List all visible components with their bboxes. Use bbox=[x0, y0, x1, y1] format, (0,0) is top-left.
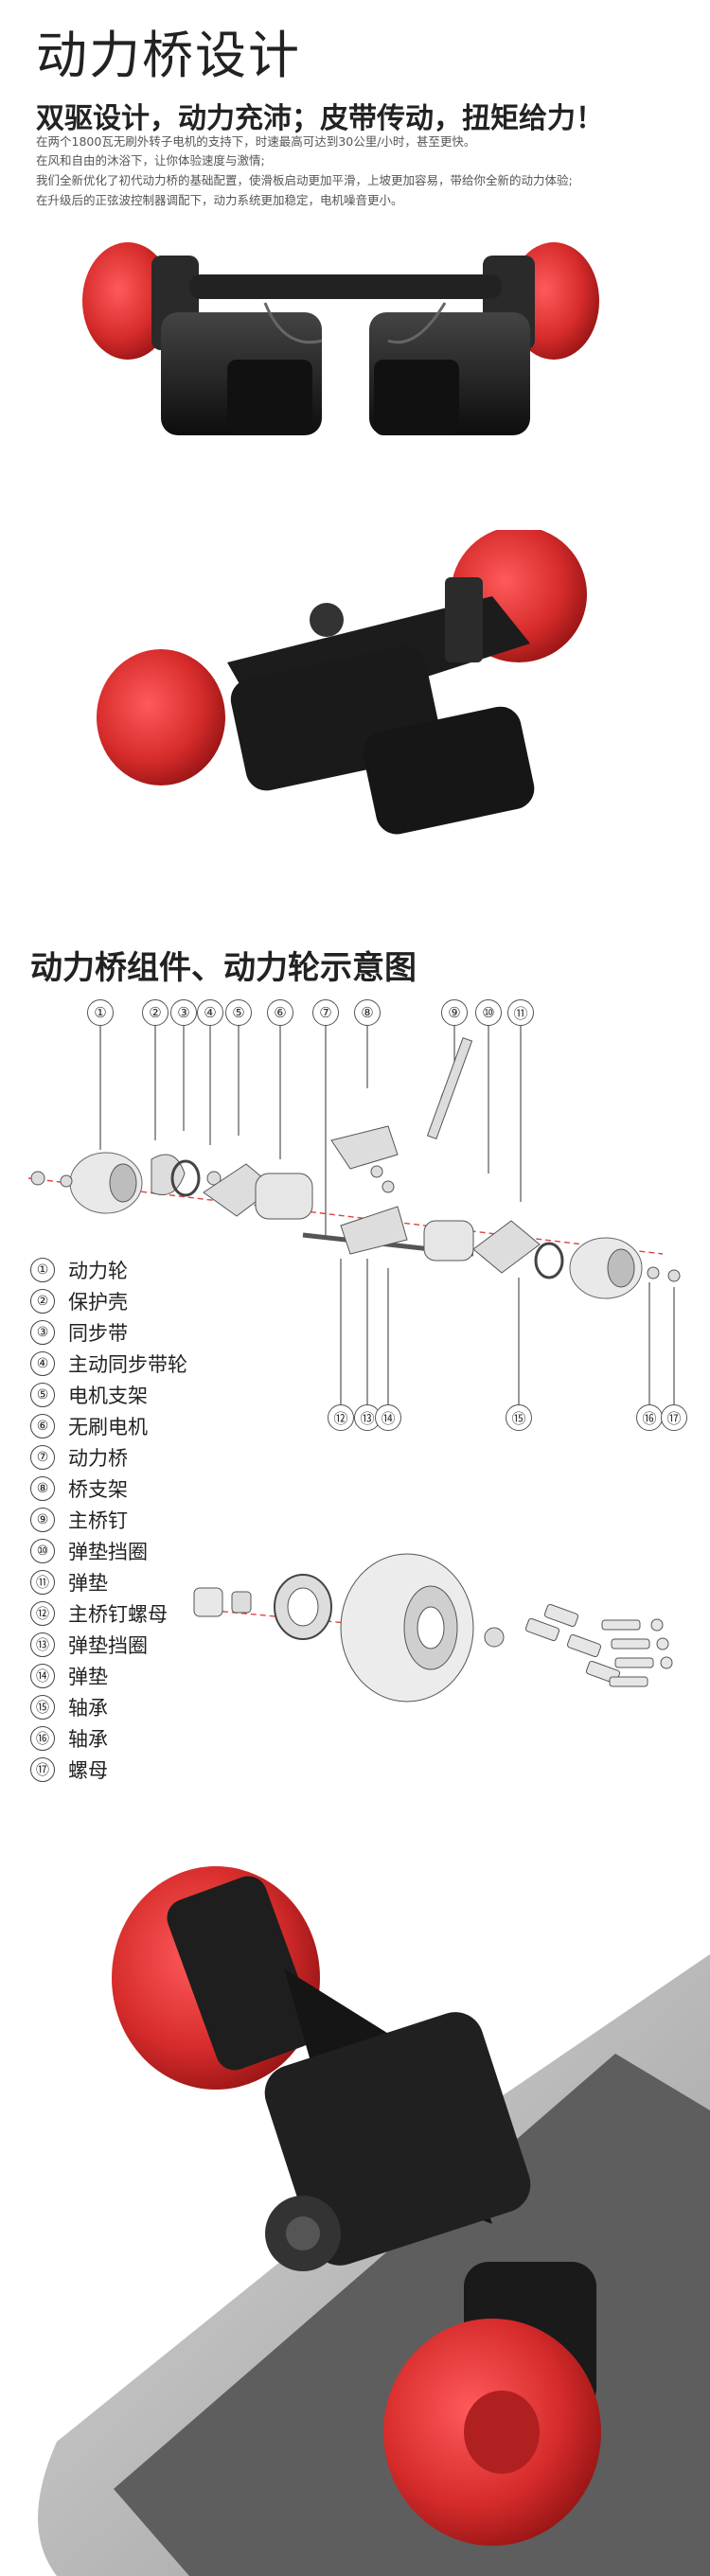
legend-num: ⑫ bbox=[30, 1600, 55, 1626]
page-title: 动力桥设计 bbox=[36, 26, 301, 85]
legend-item: ⑰ 螺母 bbox=[30, 1754, 333, 1785]
legend-num: ⑯ bbox=[30, 1725, 55, 1751]
legend-num: ④ bbox=[30, 1350, 55, 1376]
callout-2: ② bbox=[142, 999, 169, 1026]
legend-item: ⑫ 主桥钉螺母 bbox=[30, 1597, 333, 1629]
legend-label: 弹垫挡圈 bbox=[68, 1540, 148, 1563]
callout-8: ⑧ bbox=[354, 999, 381, 1026]
legend-label: 保护壳 bbox=[68, 1290, 128, 1314]
callout-6: ⑥ bbox=[267, 999, 293, 1026]
legend-label: 主动同步带轮 bbox=[68, 1352, 187, 1376]
legend-label: 动力桥 bbox=[68, 1446, 128, 1470]
legend-item: ⑪ 弹垫 bbox=[30, 1566, 333, 1597]
truck-angled-photo bbox=[97, 530, 587, 835]
paragraph-3: 我们全新优化了初代动力桥的基础配置，使滑板启动更加平滑，上坡更加容易，带给你全新… bbox=[36, 173, 573, 187]
callout-17: ⑰ bbox=[661, 1404, 687, 1431]
truck-mounted-photo bbox=[38, 1866, 710, 2576]
callout-1: ① bbox=[87, 999, 114, 1026]
paragraph-1: 在两个1800瓦无刷外转子电机的支持下，时速最高可达到30公里/小时，甚至更快。 bbox=[36, 134, 476, 149]
legend-label: 动力轮 bbox=[68, 1259, 128, 1282]
legend-num: ⑮ bbox=[30, 1694, 55, 1720]
callout-16: ⑯ bbox=[636, 1404, 663, 1431]
legend-num: ⑨ bbox=[30, 1507, 55, 1532]
legend-num: ① bbox=[30, 1257, 55, 1282]
legend-item: ⑩ 弹垫挡圈 bbox=[30, 1535, 333, 1566]
paragraph-2: 在风和自由的沐浴下，让你体验速度与激情; bbox=[36, 153, 265, 168]
legend-item: ⑭ 弹垫 bbox=[30, 1660, 333, 1691]
legend-num: ⑬ bbox=[30, 1632, 55, 1657]
legend-num: ⑥ bbox=[30, 1413, 55, 1438]
legend-num: ⑪ bbox=[30, 1569, 55, 1595]
legend-item: ⑮ 轴承 bbox=[30, 1691, 333, 1722]
legend-item: ④ 主动同步带轮 bbox=[30, 1348, 333, 1379]
legend-label: 轴承 bbox=[68, 1696, 108, 1720]
legend-label: 无刷电机 bbox=[68, 1415, 148, 1438]
legend-item: ⑥ 无刷电机 bbox=[30, 1410, 333, 1441]
callout-14: ⑭ bbox=[375, 1404, 401, 1431]
legend-num: ② bbox=[30, 1288, 55, 1314]
legend-num: ⑤ bbox=[30, 1382, 55, 1407]
legend-item: ⑦ 动力桥 bbox=[30, 1441, 333, 1473]
legend-item: ⑤ 电机支架 bbox=[30, 1379, 333, 1410]
legend-label: 桥支架 bbox=[68, 1477, 128, 1501]
legend-num: ⑭ bbox=[30, 1663, 55, 1688]
legend-label: 弹垫 bbox=[68, 1571, 108, 1595]
callout-12: ⑫ bbox=[328, 1404, 354, 1431]
legend-item: ③ 同步带 bbox=[30, 1316, 333, 1348]
truck-front-photo bbox=[82, 242, 599, 435]
callout-11: ⑪ bbox=[507, 999, 534, 1026]
callout-4: ④ bbox=[197, 999, 223, 1026]
callout-7: ⑦ bbox=[312, 999, 339, 1026]
callout-10: ⑩ bbox=[475, 999, 502, 1026]
wheel-parts-diagram bbox=[193, 1553, 673, 1703]
paragraph-4: 在升级后的正弦波控制器调配下，动力系统更加稳定，电机噪音更小。 bbox=[36, 193, 403, 207]
legend-item: ⑬ 弹垫挡圈 bbox=[30, 1629, 333, 1660]
legend-label: 主桥钉 bbox=[68, 1509, 128, 1532]
legend-num: ⑦ bbox=[30, 1444, 55, 1470]
callout-15: ⑮ bbox=[506, 1404, 532, 1431]
section-title: 动力桥组件、动力轮示意图 bbox=[30, 949, 417, 987]
legend-label: 螺母 bbox=[68, 1758, 108, 1782]
legend-item: ⑧ 桥支架 bbox=[30, 1473, 333, 1504]
headline: 双驱设计，动力充沛；皮带传动，扭矩给力！ bbox=[36, 102, 604, 135]
legend-num: ⑰ bbox=[30, 1756, 55, 1782]
legend-item: ② 保护壳 bbox=[30, 1285, 333, 1316]
legend-label: 弹垫 bbox=[68, 1665, 108, 1688]
legend-label: 弹垫挡圈 bbox=[68, 1633, 148, 1657]
exploded-diagram bbox=[27, 1013, 681, 1410]
callout-5: ⑤ bbox=[225, 999, 252, 1026]
callout-3: ③ bbox=[170, 999, 197, 1026]
legend-label: 同步带 bbox=[68, 1321, 128, 1345]
legend-item: ⑨ 主桥钉 bbox=[30, 1504, 333, 1535]
legend-num: ⑩ bbox=[30, 1538, 55, 1563]
legend-label: 轴承 bbox=[68, 1727, 108, 1751]
legend-item: ① 动力轮 bbox=[30, 1254, 333, 1285]
legend-label: 主桥钉螺母 bbox=[68, 1602, 168, 1626]
legend-label: 电机支架 bbox=[68, 1384, 148, 1407]
callout-9: ⑨ bbox=[441, 999, 468, 1026]
legend-num: ③ bbox=[30, 1319, 55, 1345]
legend-num: ⑧ bbox=[30, 1475, 55, 1501]
legend-item: ⑯ 轴承 bbox=[30, 1722, 333, 1754]
